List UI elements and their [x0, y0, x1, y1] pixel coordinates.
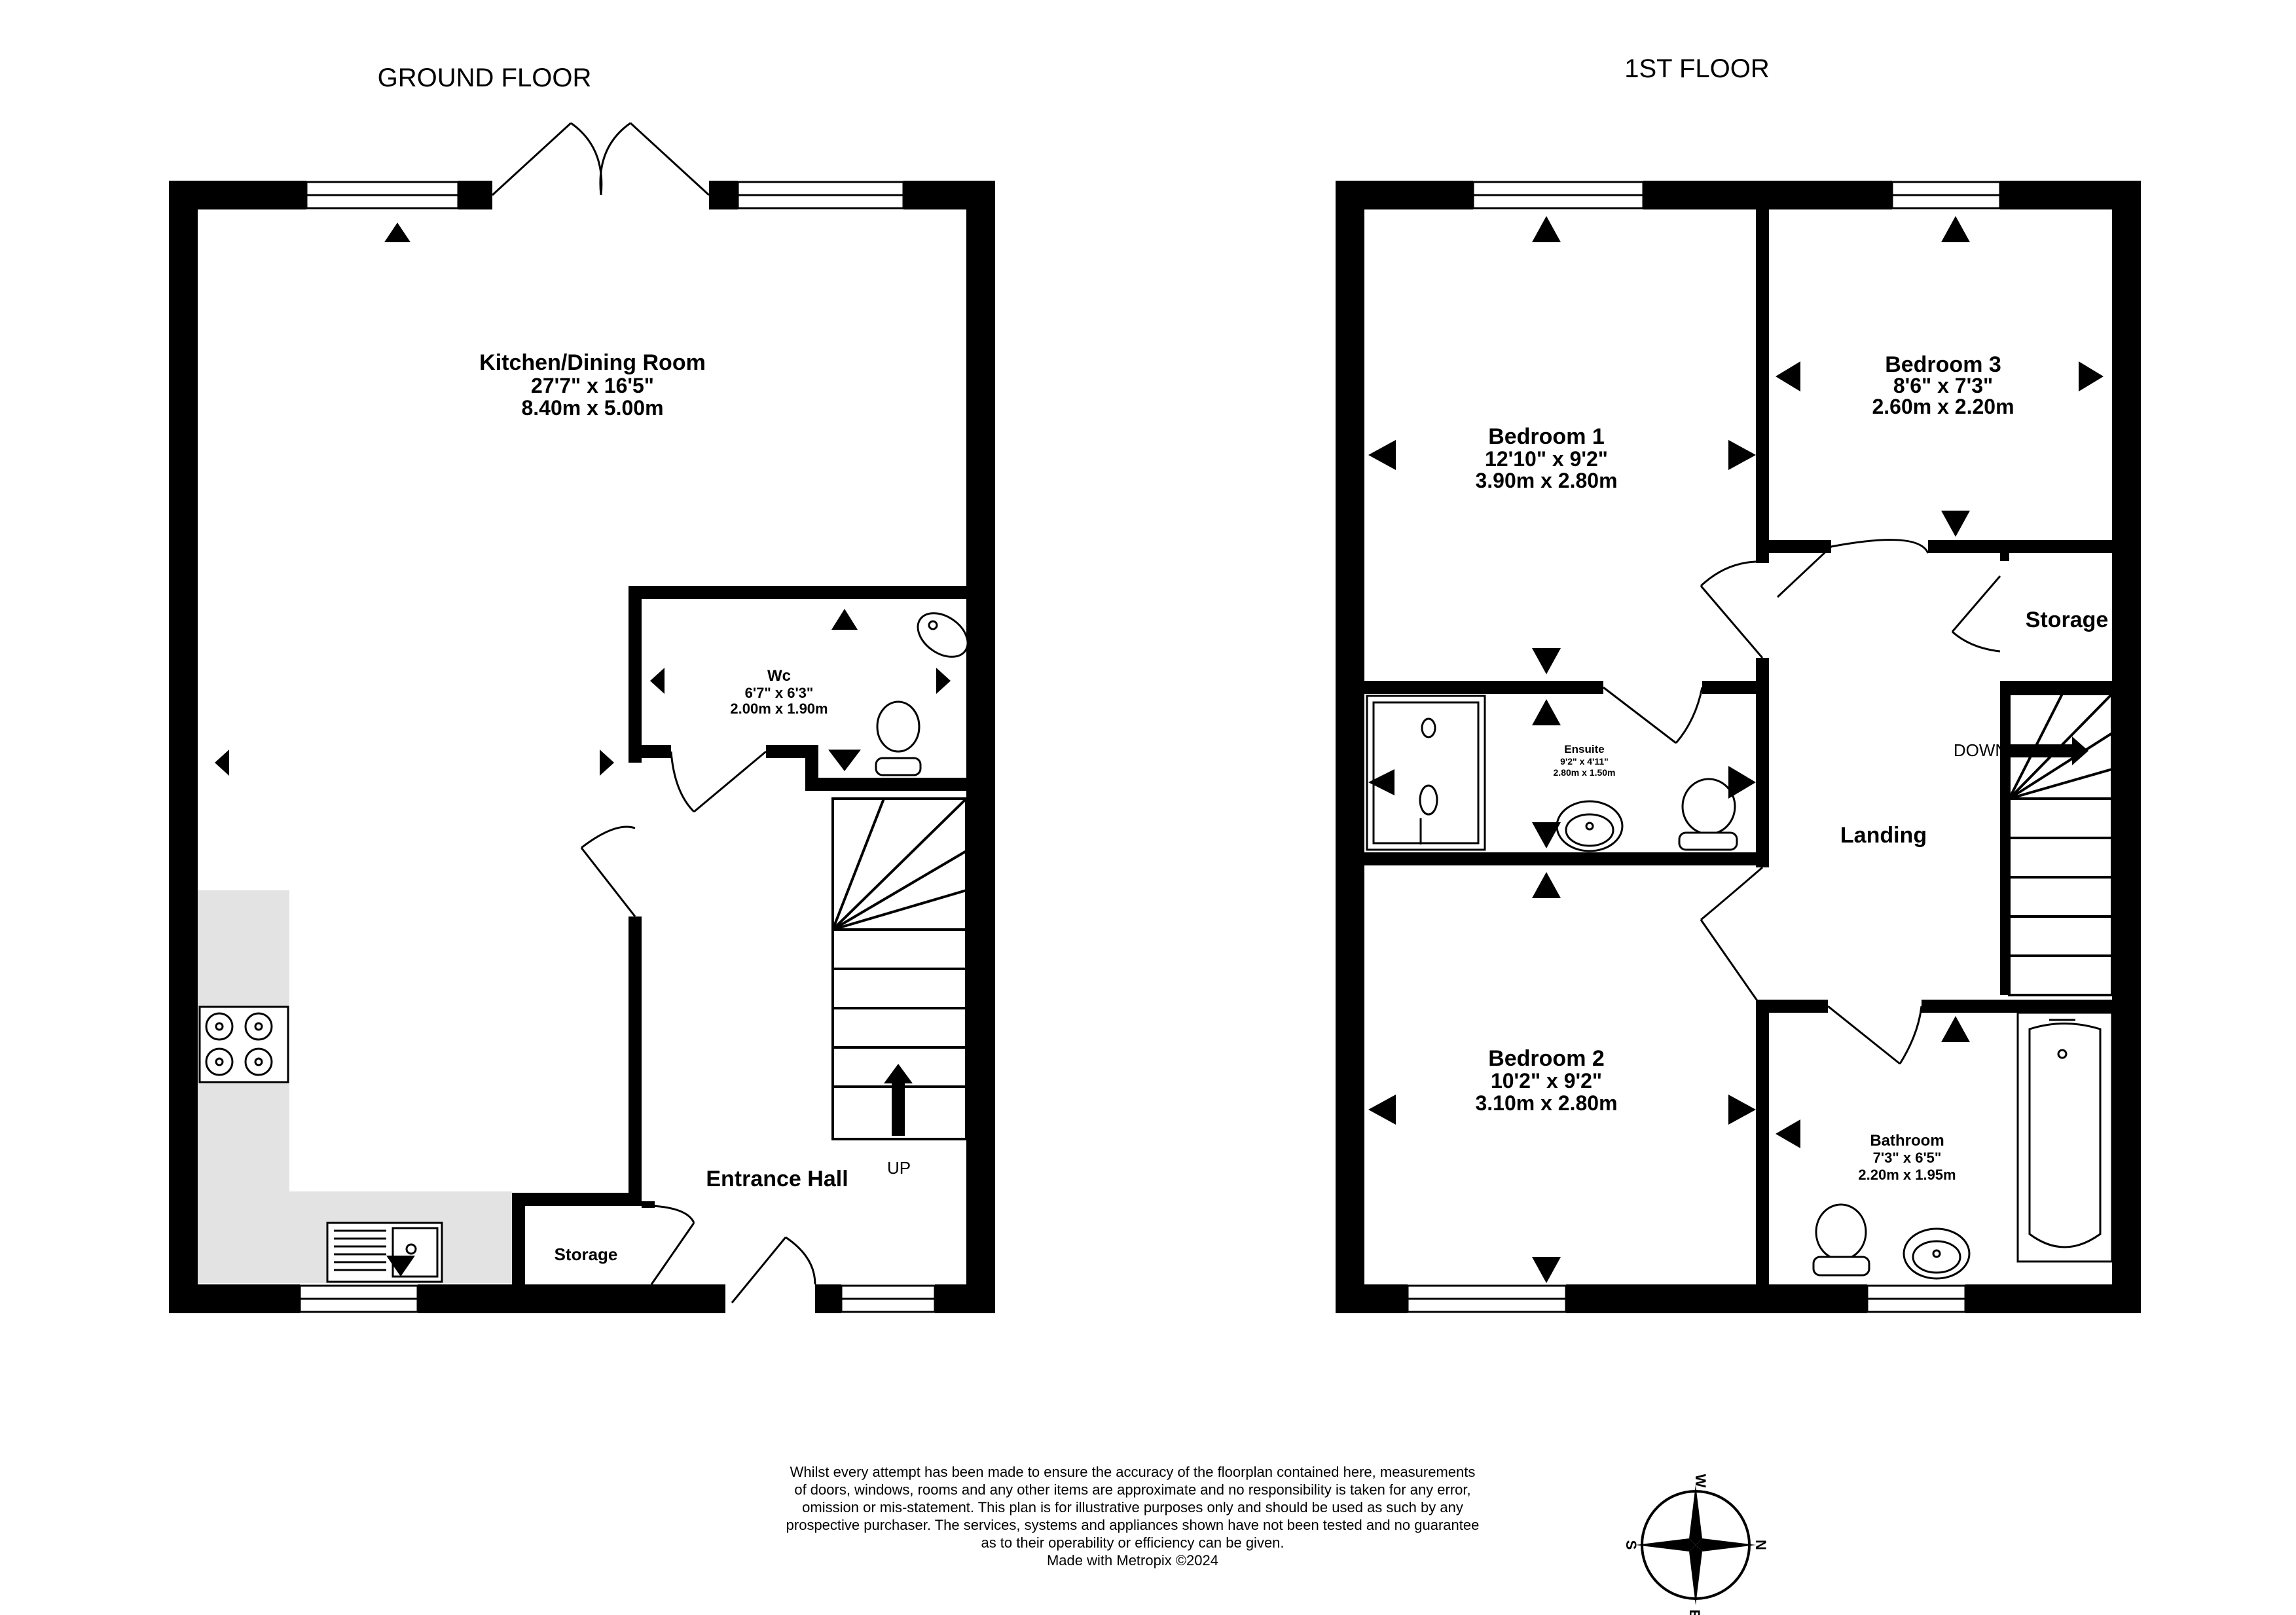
- disclaimer-line: as to their operability or efficiency ca…: [981, 1534, 1285, 1551]
- bathroom-toilet: [1812, 1203, 1870, 1277]
- disclaimer-line: prospective purchaser. The services, sys…: [786, 1517, 1480, 1533]
- ground-doors: [580, 750, 816, 1303]
- ground-windows: [299, 181, 936, 1313]
- disclaimer: Whilst every attempt has been made to en…: [720, 1463, 1545, 1569]
- kitchen-metric: 8.40m x 5.00m: [521, 396, 663, 420]
- wc-basin: [917, 612, 969, 658]
- wc-metric: 2.00m x 1.90m: [730, 700, 828, 717]
- compass: W E S N: [1623, 1474, 1769, 1615]
- bedroom2-metric: 3.10m x 2.80m: [1475, 1091, 1617, 1115]
- first-windows: [1406, 181, 2001, 1313]
- first-measure-arrows: [1368, 216, 2104, 1283]
- bath: [2016, 1011, 2113, 1263]
- ensuite-name: Ensuite: [1564, 743, 1604, 755]
- bathroom-basin: [1903, 1227, 1971, 1280]
- wc-toilet: [875, 700, 922, 776]
- bedroom1-imperial: 12'10" x 9'2": [1485, 447, 1608, 471]
- first-floor: 1ST FLOOR Bedroom 1 12'10" x 9'2" 3.90m …: [1336, 54, 2141, 1313]
- shower: [1366, 695, 1486, 851]
- wc-imperial: 6'7" x 6'3": [745, 685, 814, 701]
- compass-s: S: [1623, 1540, 1639, 1550]
- bedroom2-imperial: 10'2" x 9'2": [1491, 1069, 1602, 1093]
- ensuite-basin: [1556, 800, 1624, 852]
- ground-storage-name: Storage: [555, 1244, 618, 1264]
- wc-name: Wc: [767, 667, 791, 685]
- bathroom-name: Bathroom: [1870, 1132, 1944, 1150]
- first-floor-walls: [1336, 181, 2141, 1313]
- stairs-down-arrow: [2010, 736, 2088, 765]
- bedroom3-imperial: 8'6" x 7'3": [1893, 374, 1993, 397]
- bedroom3-metric: 2.60m x 2.20m: [1872, 395, 2014, 418]
- bedroom1-metric: 3.90m x 2.80m: [1475, 469, 1617, 492]
- disclaimer-line: of doors, windows, rooms and any other i…: [794, 1481, 1471, 1498]
- ensuite-toilet: [1678, 778, 1738, 851]
- french-doors: [491, 122, 710, 196]
- ground-floor-title: GROUND FLOOR: [378, 64, 592, 92]
- stairs-down-label: DOWN: [1954, 740, 2007, 760]
- ground-floor: GROUND FLOOR Kitchen/Dining Room 27'7" x…: [169, 64, 995, 1313]
- first-doors: [1603, 539, 2001, 1065]
- compass-e: E: [1686, 1610, 1703, 1615]
- bedroom2-name: Bedroom 2: [1488, 1046, 1605, 1071]
- disclaimer-line: omission or mis-statement. This plan is …: [802, 1499, 1463, 1515]
- stairs-up-arrow: [884, 1064, 913, 1136]
- bedroom3-name: Bedroom 3: [1885, 352, 2001, 377]
- ensuite-imperial: 9'2" x 4'11": [1560, 756, 1609, 767]
- bathroom-metric: 2.20m x 1.95m: [1858, 1167, 1956, 1183]
- ground-stairs: [831, 797, 968, 1140]
- landing-name: Landing: [1840, 823, 1927, 848]
- bathroom-imperial: 7'3" x 6'5": [1873, 1150, 1942, 1166]
- compass-w: W: [1692, 1474, 1709, 1488]
- compass-n: N: [1753, 1540, 1769, 1550]
- ensuite-metric: 2.80m x 1.50m: [1554, 767, 1616, 778]
- first-storage-name: Storage: [2026, 608, 2109, 632]
- first-stairs: [2008, 693, 2113, 996]
- stairs-up-label: UP: [887, 1158, 911, 1178]
- ground-floor-walls: [169, 181, 995, 1313]
- kitchen-sink: [326, 1222, 443, 1283]
- credit-line: Made with Metropix ©2024: [1046, 1552, 1218, 1569]
- kitchen-name: Kitchen/Dining Room: [479, 350, 706, 375]
- disclaimer-line: Whilst every attempt has been made to en…: [790, 1464, 1476, 1480]
- first-floor-title: 1ST FLOOR: [1624, 54, 1770, 83]
- ground-measure-arrows: [215, 223, 951, 1277]
- bedroom1-name: Bedroom 1: [1488, 424, 1605, 449]
- hall-name: Entrance Hall: [706, 1167, 848, 1191]
- kitchen-imperial: 27'7" x 16'5": [531, 374, 654, 397]
- hob: [198, 1006, 289, 1083]
